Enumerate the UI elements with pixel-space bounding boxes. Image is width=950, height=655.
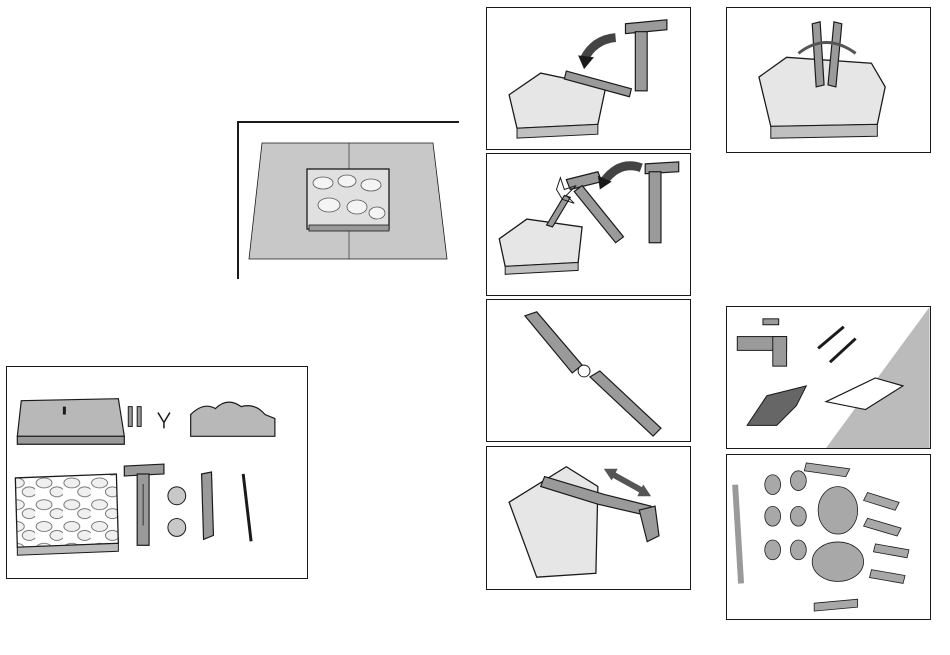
chisel-icon bbox=[525, 312, 661, 436]
rock-fragment bbox=[747, 386, 806, 425]
kit-contents-illustration bbox=[7, 367, 307, 578]
hammer-icon bbox=[625, 20, 666, 91]
step-chisel-assembly-panel bbox=[486, 299, 691, 442]
kit-contents-panel bbox=[6, 366, 308, 579]
tray-panel bbox=[237, 121, 459, 279]
step-brush-cleaning-panel bbox=[726, 7, 931, 153]
spine-bone bbox=[735, 485, 741, 584]
brush-icon bbox=[128, 407, 141, 427]
bones-collection-illustration bbox=[727, 455, 930, 619]
water-tap-icon bbox=[737, 319, 786, 366]
kit-box-lid bbox=[17, 399, 124, 445]
hammer-icon bbox=[566, 162, 678, 243]
motion-arrow-icon bbox=[584, 38, 616, 60]
fossil-bones bbox=[765, 463, 909, 611]
step-hammer-strike-panel bbox=[486, 7, 691, 150]
fossil-disc-icon bbox=[168, 519, 186, 537]
step-hammer-strike-illustration bbox=[487, 8, 690, 149]
step-scraping-illustration bbox=[487, 447, 690, 589]
step-washing-panel bbox=[726, 306, 931, 449]
hammer-icon bbox=[124, 464, 164, 545]
motion-arrow-icon bbox=[604, 166, 641, 182]
bones-collection-panel bbox=[726, 454, 931, 620]
step-chisel-assembly-illustration bbox=[487, 300, 690, 441]
step-hammer-impact-illustration bbox=[487, 154, 690, 295]
step-brush-cleaning-illustration bbox=[727, 8, 930, 152]
fossil-disc-icon bbox=[168, 487, 186, 505]
tray-illustration bbox=[237, 121, 459, 279]
step-scraping-panel bbox=[486, 446, 691, 590]
chisel-icon bbox=[202, 472, 214, 539]
chisel-icon bbox=[547, 195, 571, 227]
motion-arrow-icon bbox=[798, 43, 855, 54]
rock-backdrop bbox=[191, 402, 275, 436]
step-washing-illustration bbox=[727, 307, 930, 448]
clip-icon bbox=[158, 413, 170, 429]
hammer-icon bbox=[639, 506, 659, 542]
motion-arrow-icon bbox=[610, 473, 646, 493]
stick-icon bbox=[243, 474, 251, 541]
brush-icon bbox=[818, 327, 844, 349]
plaster-block bbox=[15, 474, 118, 555]
step-hammer-impact-panel bbox=[486, 153, 691, 296]
